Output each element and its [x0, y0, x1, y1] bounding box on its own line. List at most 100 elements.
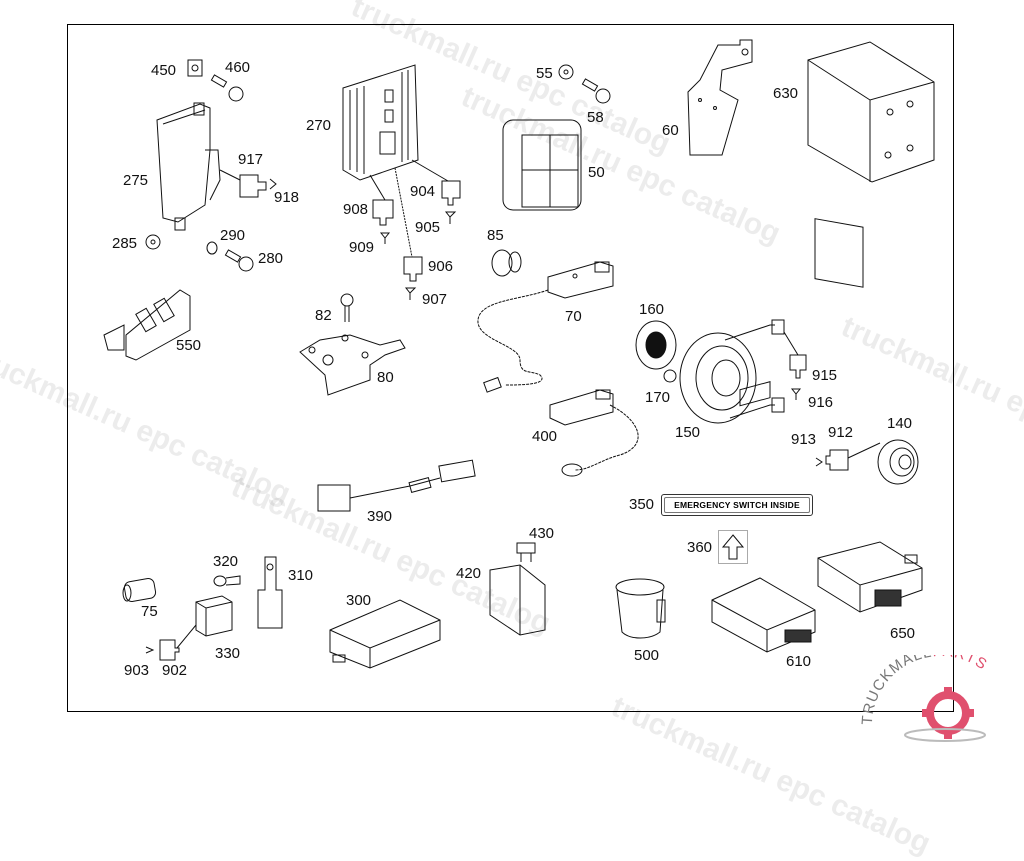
part-label-58[interactable]: 58: [587, 109, 604, 126]
part-75-spacer: [122, 577, 157, 603]
part-label-905[interactable]: 905: [415, 219, 441, 236]
part-label-70[interactable]: 70: [565, 308, 582, 325]
part-650-control-unit: [817, 541, 923, 613]
part-908-connector: [369, 174, 394, 226]
part-label-420[interactable]: 420: [456, 565, 482, 582]
part-150-speaker: [679, 319, 785, 424]
part-912-connector: [825, 442, 881, 471]
part-label-82[interactable]: 82: [315, 307, 332, 324]
truckmall-logo: TRUCKMALLPARTS: [859, 643, 1024, 750]
part-label-400[interactable]: 400: [532, 428, 558, 445]
part-285-washer: [145, 234, 161, 250]
part-label-460[interactable]: 460: [225, 59, 251, 76]
part-85-grommet: [491, 249, 522, 277]
part-904-connector: [411, 159, 461, 206]
coiled-cable: [477, 289, 549, 386]
part-label-300[interactable]: 300: [346, 592, 372, 609]
part-917-connector: [219, 169, 267, 198]
part-550-switch-panel: [103, 289, 191, 361]
part-label-610[interactable]: 610: [786, 653, 812, 670]
part-450-clip: [187, 59, 203, 77]
part-160-grille: [635, 320, 677, 370]
part-label-170[interactable]: 170: [645, 389, 671, 406]
part-label-912[interactable]: 912: [828, 424, 854, 441]
part-906-connector: [394, 167, 423, 282]
part-label-909[interactable]: 909: [349, 239, 375, 256]
part-label-630[interactable]: 630: [773, 85, 799, 102]
part-907-pin: [404, 287, 417, 300]
part-label-918[interactable]: 918: [274, 189, 300, 206]
part-label-85[interactable]: 85: [487, 227, 504, 244]
part-label-285[interactable]: 285: [112, 235, 138, 252]
part-82-screw: [340, 293, 354, 322]
part-label-902[interactable]: 902: [162, 662, 188, 679]
part-60-bracket: [687, 39, 753, 156]
part-400-remote: [549, 389, 639, 477]
part-430-fuse: [516, 542, 536, 562]
part-label-916[interactable]: 916: [808, 394, 834, 411]
part-label-903[interactable]: 903: [124, 662, 150, 679]
part-50-lamp: [502, 119, 582, 211]
part-label-270[interactable]: 270: [306, 117, 332, 134]
part-55-washer: [558, 64, 574, 80]
part-label-450[interactable]: 450: [151, 62, 177, 79]
part-label-275[interactable]: 275: [123, 172, 149, 189]
part-label-906[interactable]: 906: [428, 258, 454, 275]
part-320-screw: [213, 575, 241, 587]
part-330-relay: [195, 595, 233, 637]
part-label-500[interactable]: 500: [634, 647, 660, 664]
part-610-control-unit: [711, 381, 816, 653]
part-170-clip: [663, 369, 677, 383]
part-label-550[interactable]: 550: [176, 337, 202, 354]
part-label-75[interactable]: 75: [141, 603, 158, 620]
part-918-pin: [269, 178, 277, 190]
part-label-908[interactable]: 908: [343, 201, 369, 218]
part-label-913[interactable]: 913: [791, 431, 817, 448]
part-420-fuse-holder: [489, 564, 546, 636]
part-310-regulator: [257, 556, 283, 629]
part-label-140[interactable]: 140: [887, 415, 913, 432]
part-140-button: [877, 439, 919, 485]
part-label-55[interactable]: 55: [536, 65, 553, 82]
part-label-310[interactable]: 310: [288, 567, 314, 584]
part-label-430[interactable]: 430: [529, 525, 555, 542]
part-label-60[interactable]: 60: [662, 122, 679, 139]
part-label-330[interactable]: 330: [215, 645, 241, 662]
part-290-washer: [206, 241, 218, 255]
part-label-904[interactable]: 904: [410, 183, 436, 200]
part-58-bolt: [581, 78, 611, 104]
part-902-connector: [159, 624, 197, 661]
part-label-907[interactable]: 907: [422, 291, 448, 308]
parts-drawing: [103, 39, 935, 669]
part-label-50[interactable]: 50: [588, 164, 605, 181]
part-500-cup: [615, 578, 666, 639]
part-label-150[interactable]: 150: [675, 424, 701, 441]
part-80-bracket: [299, 334, 406, 396]
part-70-receiver: [547, 261, 614, 299]
part-label-917[interactable]: 917: [238, 151, 264, 168]
emergency-switch-sign: EMERGENCY SWITCH INSIDE: [661, 494, 813, 516]
part-label-80[interactable]: 80: [377, 369, 394, 386]
part-905-pin: [444, 211, 457, 224]
arrow-sign: [718, 530, 748, 564]
part-909-pin: [379, 232, 391, 244]
part-275-module: [156, 102, 221, 231]
part-280-bolt: [224, 249, 254, 272]
part-label-160[interactable]: 160: [639, 301, 665, 318]
part-915-connector: [783, 331, 807, 379]
part-label-390[interactable]: 390: [367, 508, 393, 525]
part-903-pin: [145, 646, 155, 654]
part-390-harness: [317, 459, 476, 512]
part-270-amplifier: [342, 64, 419, 181]
part-630-fuse-relay-box: [807, 41, 935, 288]
part-label-280[interactable]: 280: [258, 250, 284, 267]
part-label-320[interactable]: 320: [213, 553, 239, 570]
part-label-290[interactable]: 290: [220, 227, 246, 244]
part-913-pin: [815, 457, 823, 467]
part-label-350[interactable]: 350: [629, 496, 655, 513]
part-460-bolt: [210, 74, 244, 102]
part-label-360[interactable]: 360: [687, 539, 713, 556]
part-label-915[interactable]: 915: [812, 367, 838, 384]
part-label-650[interactable]: 650: [890, 625, 916, 642]
part-916-pin: [790, 388, 802, 400]
